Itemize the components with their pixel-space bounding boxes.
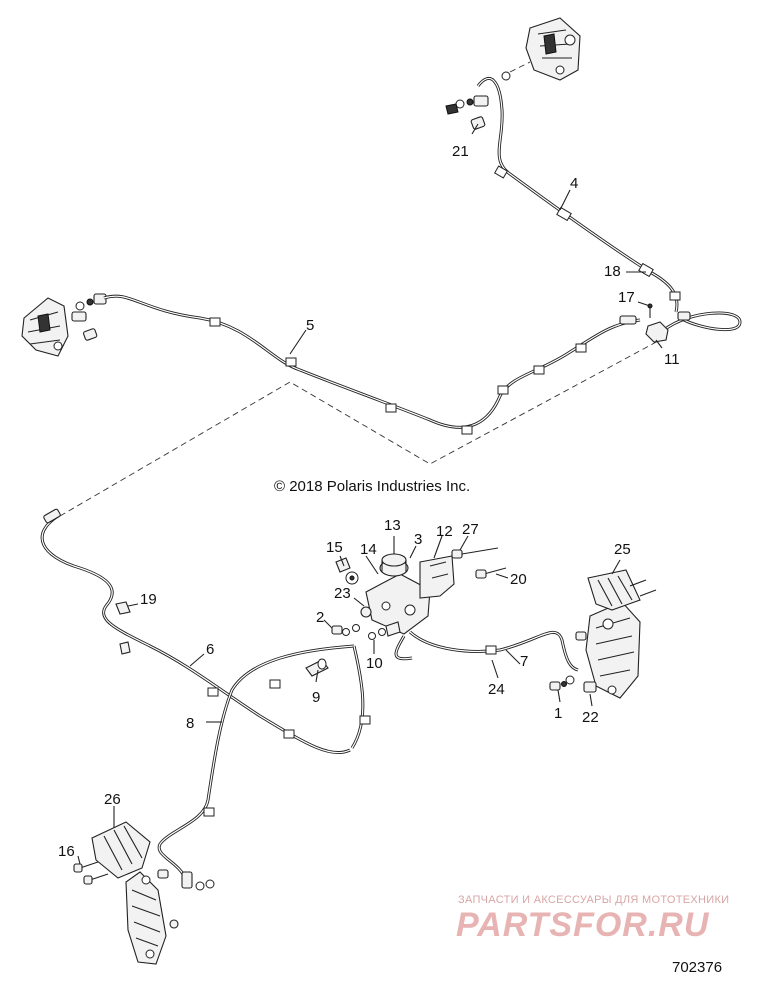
callout-21: 21 (452, 143, 469, 160)
brake-line-7 (394, 630, 579, 672)
watermark: ЗАПЧАСТИ И АКСЕССУАРЫ ДЛЯ МОТОТЕХНИКИ PA… (456, 894, 729, 944)
watermark-tagline: ЗАПЧАСТИ И АКСЕССУАРЫ ДЛЯ МОТОТЕХНИКИ (458, 894, 729, 906)
callout-25: 25 (614, 541, 631, 558)
callout-8: 8 (186, 715, 194, 732)
callouts: 21 4 18 17 11 5 13 12 27 3 15 14 25 20 2… (58, 143, 680, 860)
callout-14: 14 (360, 541, 377, 558)
callout-23: 23 (334, 585, 351, 602)
copyright-notice: © 2018 Polaris Industries Inc. (274, 478, 470, 495)
callout-3: 3 (414, 531, 422, 548)
callout-16: 16 (58, 843, 75, 860)
leader-lines (77, 123, 663, 865)
callout-1: 1 (554, 705, 562, 722)
flex-hose-right (663, 311, 742, 332)
caliper-lower-left (125, 871, 179, 965)
fittings-16 (73, 861, 215, 891)
master-cylinder-assembly (335, 553, 455, 635)
callout-10: 10 (366, 655, 383, 672)
brake-pad-26 (91, 821, 151, 879)
reference-plane-dashed (59, 339, 661, 517)
fittings-1-22 (549, 631, 597, 693)
callout-4: 4 (570, 175, 578, 192)
brake-line-6 (40, 508, 351, 755)
callout-13: 13 (384, 517, 401, 534)
banjo-fitting-left (71, 293, 107, 341)
callout-15: 15 (326, 539, 343, 556)
callout-22: 22 (582, 709, 599, 726)
callout-12: 12 (436, 523, 453, 540)
callout-7: 7 (520, 653, 528, 670)
brake-line-5 (103, 294, 641, 435)
callout-5: 5 (306, 317, 314, 334)
leader-dashed (509, 61, 531, 73)
caliper-upper-right (525, 17, 581, 81)
callout-11: 11 (664, 351, 680, 368)
brake-line-4 (476, 76, 681, 313)
callout-19: 19 (140, 591, 157, 608)
callout-24: 24 (488, 681, 505, 698)
fittings-2-10 (305, 621, 401, 677)
callout-26: 26 (104, 791, 121, 808)
callout-9: 9 (312, 689, 320, 706)
caliper-upper-left (21, 297, 69, 357)
junction-block-11 (645, 303, 669, 343)
banjo-fitting-upper (445, 71, 511, 130)
callout-6: 6 (206, 641, 214, 658)
callout-27: 27 (462, 521, 479, 538)
diagram-id: 702376 (672, 959, 722, 976)
fitting-19 (115, 601, 131, 655)
brake-line-8 (157, 644, 371, 889)
callout-18: 18 (604, 263, 621, 280)
watermark-brand: PARTSFOR.RU (456, 906, 710, 944)
brake-pad-25 (587, 569, 657, 611)
callout-17: 17 (618, 289, 635, 306)
callout-20: 20 (510, 571, 527, 588)
bolts-20-27 (451, 547, 507, 579)
callout-2: 2 (316, 609, 324, 626)
